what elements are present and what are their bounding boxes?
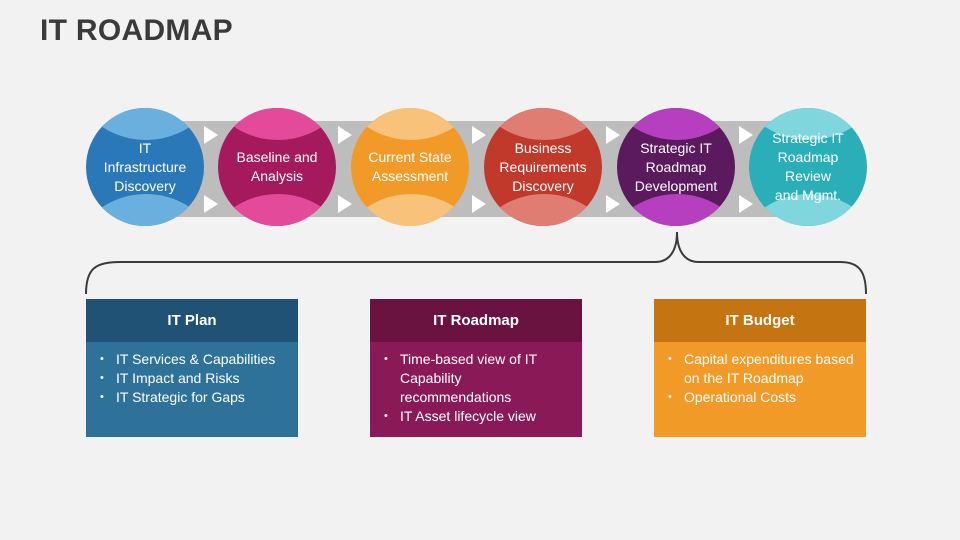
step-circle-5: Strategic IT Roadmap Development: [617, 108, 735, 226]
list-item: Time-based view of IT Capability recomme…: [380, 350, 572, 407]
card-body: Time-based view of IT Capability recomme…: [370, 342, 582, 437]
card-title: IT Plan: [86, 299, 298, 342]
list-item: IT Strategic for Gaps: [96, 388, 288, 407]
step-label: Business Requirements Discovery: [499, 139, 587, 194]
card-title: IT Budget: [654, 299, 866, 342]
arrow-right-icon: [606, 126, 620, 144]
card-it-plan: IT Plan IT Services & Capabilities IT Im…: [86, 299, 298, 437]
arrow-right-icon: [606, 195, 620, 213]
step-label: Strategic IT Roadmap Development: [634, 139, 718, 194]
card-body: Capital expenditures based on the IT Roa…: [654, 342, 866, 437]
step-circle-6: Strategic IT Roadmap Review and Mgmt.: [749, 108, 867, 226]
arrow-right-icon: [204, 195, 218, 213]
step-circle-1: IT Infrastructure Discovery: [86, 108, 204, 226]
list-item: Operational Costs: [664, 388, 856, 407]
step-circle-2: Baseline and Analysis: [218, 108, 336, 226]
step-circle-3: Current State Assessment: [351, 108, 469, 226]
card-it-budget: IT Budget Capital expenditures based on …: [654, 299, 866, 437]
step-circle-4: Business Requirements Discovery: [484, 108, 602, 226]
arrow-right-icon: [739, 126, 753, 144]
card-list: Time-based view of IT Capability recomme…: [380, 350, 572, 426]
step-label: Baseline and Analysis: [236, 149, 318, 184]
list-item: IT Impact and Risks: [96, 369, 288, 388]
list-item: IT Asset lifecycle view: [380, 407, 572, 426]
card-body: IT Services & Capabilities IT Impact and…: [86, 342, 298, 437]
card-title: IT Roadmap: [370, 299, 582, 342]
card-it-roadmap: IT Roadmap Time-based view of IT Capabil…: [370, 299, 582, 437]
list-item: Capital expenditures based on the IT Roa…: [664, 350, 856, 388]
step-label: Strategic IT Roadmap Review and Mgmt.: [772, 130, 844, 203]
arrow-right-icon: [338, 195, 352, 213]
arrow-right-icon: [204, 126, 218, 144]
arrow-right-icon: [472, 195, 486, 213]
card-list: IT Services & Capabilities IT Impact and…: [96, 350, 288, 407]
arrow-right-icon: [338, 126, 352, 144]
step-label: IT Infrastructure Discovery: [103, 139, 187, 194]
arrow-right-icon: [472, 126, 486, 144]
card-list: Capital expenditures based on the IT Roa…: [664, 350, 856, 407]
step-label: Current State Assessment: [368, 149, 452, 184]
arrow-right-icon: [739, 195, 753, 213]
list-item: IT Services & Capabilities: [96, 350, 288, 369]
page-title: IT ROADMAP: [40, 14, 233, 47]
